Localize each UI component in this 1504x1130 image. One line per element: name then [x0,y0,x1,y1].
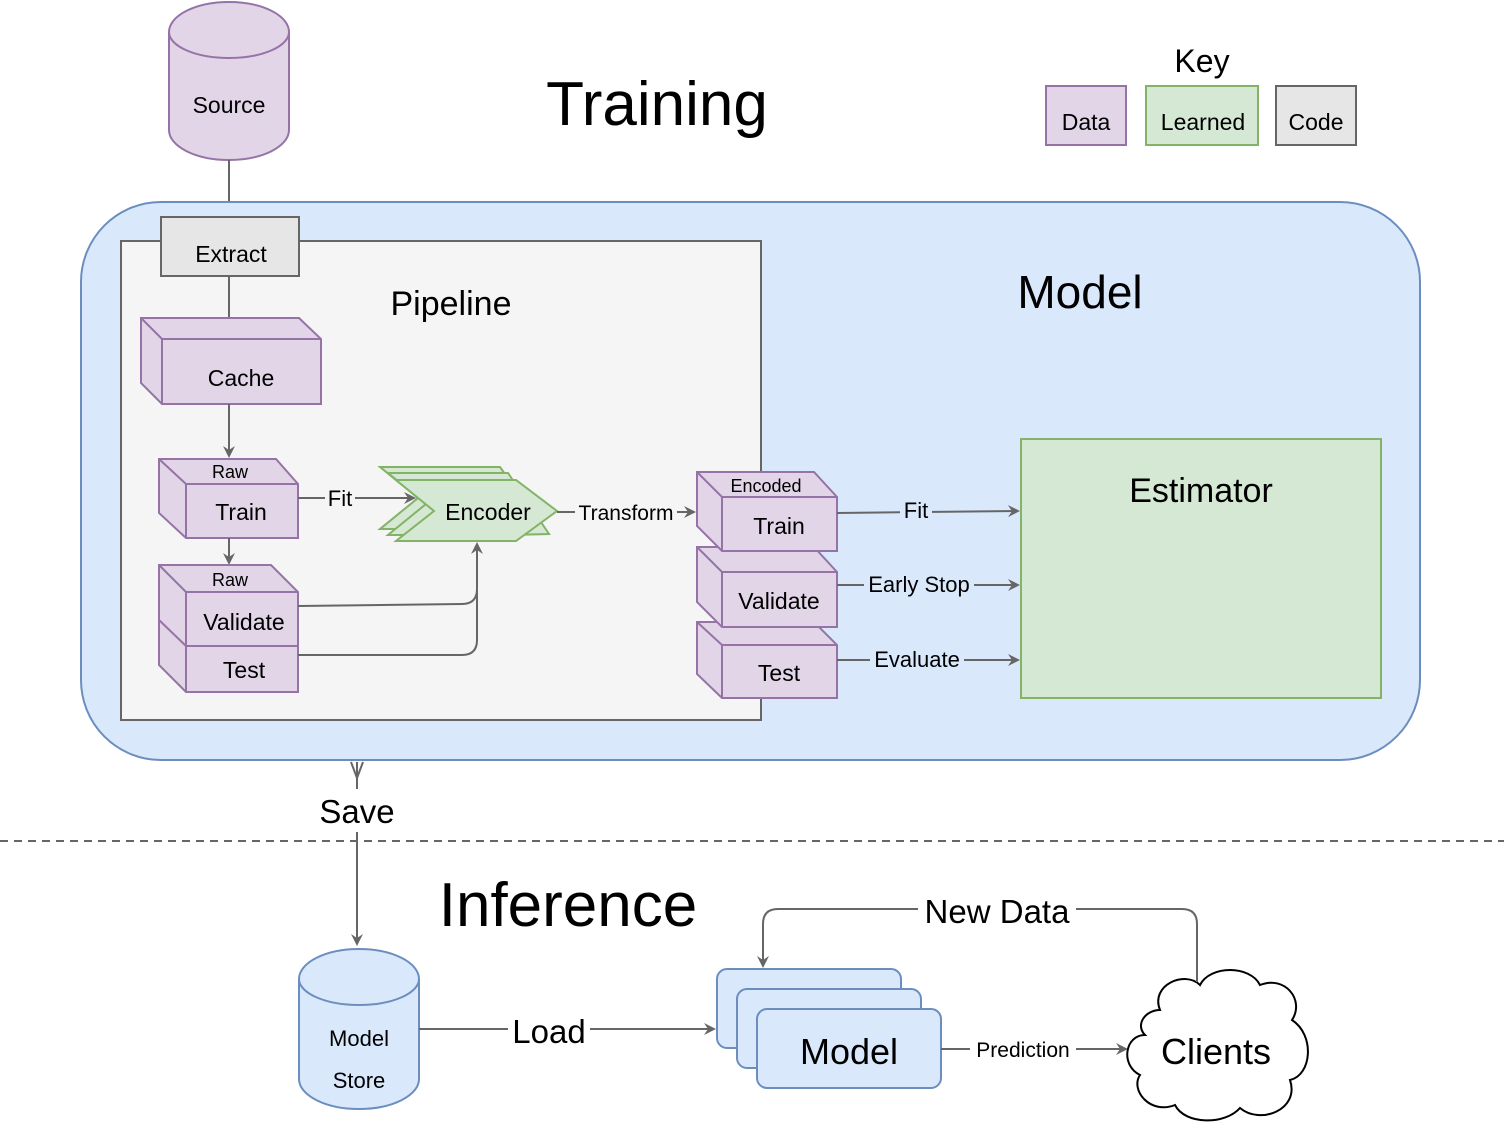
clients-label: Clients [1161,1031,1271,1072]
source-label: Source [193,92,266,118]
prediction-label: Prediction [976,1039,1069,1062]
inference-model-node[interactable]: Model [716,968,942,1089]
save-edge [350,761,364,946]
fit-estimator-label: Fit [904,498,928,523]
legend-code-swatch [1275,85,1357,146]
cloud-icon [1126,969,1309,1122]
extract-node[interactable]: Extract [160,216,300,277]
source-database[interactable]: Source [168,1,290,161]
raw-train-tag: Raw [212,462,249,482]
legend: Key Data Learned Code [1045,43,1357,146]
encoded-validate-node[interactable]: Validate [696,546,838,628]
transform-label: Transform [579,502,674,525]
raw-validate-test-node[interactable]: Raw Validate Test [158,564,299,693]
new-data-label: New Data [925,893,1071,930]
evaluate-label: Evaluate [874,647,960,672]
encoded-train-label: Train [753,513,805,539]
estimator-node[interactable]: Estimator [1020,438,1382,699]
legend-data-swatch [1045,85,1127,146]
raw-validate-label: Validate [203,609,284,635]
extract-label: Extract [195,241,267,267]
legend-learned-swatch [1145,85,1259,146]
encoded-train-node[interactable]: Encoded Train [696,471,838,552]
model-container-label: Model [1017,266,1142,318]
load-label: Load [512,1013,585,1050]
clients-node[interactable]: Clients [1126,969,1309,1122]
training-title: Training [546,70,768,139]
encoded-test-node[interactable]: Test [696,621,838,699]
cache-node[interactable]: Cache [140,317,322,405]
save-label: Save [319,793,394,830]
encoded-validate-label: Validate [738,588,819,614]
encoded-test-label: Test [758,660,801,686]
model-store-database[interactable]: Model Store [298,948,420,1110]
encoded-train-tag: Encoded [730,476,801,496]
raw-test-label: Test [223,657,266,683]
raw-train-label: Train [215,499,267,525]
inference-model-label: Model [800,1031,898,1072]
legend-title: Key [1174,43,1229,79]
encoder-node[interactable]: Encoder [377,466,559,542]
model-store-label-line2: Store [333,1068,386,1093]
early-stop-label: Early Stop [868,572,970,597]
raw-train-node[interactable]: Raw Train [158,458,299,539]
legend-code-label: Code [1289,109,1344,135]
raw-validate-to-encoder-edge [297,542,483,607]
pipeline-container-label: Pipeline [391,285,512,323]
encoder-label: Encoder [445,499,531,525]
raw-validate-tag: Raw [212,570,249,590]
cache-label: Cache [208,365,274,391]
raw-test-to-encoder-edge [298,590,478,656]
estimator-label: Estimator [1129,472,1273,510]
legend-data-label: Data [1062,109,1111,135]
legend-learned-label: Learned [1161,109,1245,135]
inference-title: Inference [439,871,698,940]
model-store-label-line1: Model [329,1026,389,1051]
fit-encoder-label: Fit [328,486,352,511]
